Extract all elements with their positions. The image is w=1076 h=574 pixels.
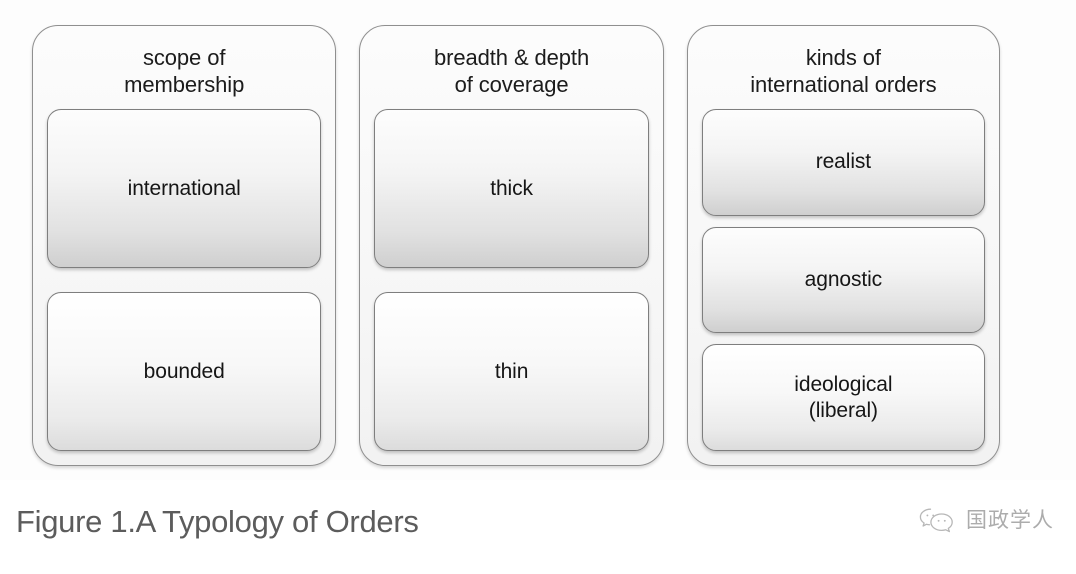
node-label-realist: realist [815,150,872,174]
wechat-speech-bubbles-icon [917,506,957,534]
caption-row: Figure 1.A Typology of Orders 国政学人 [0,480,1076,574]
node-label-thick: thick [490,176,533,200]
panel-body-breadth-and-depth-of-coverage: thick thin [374,109,649,451]
node-label-agnostic: agnostic [804,268,883,291]
node-realist: realist [701,109,985,216]
node-bounded: bounded [47,292,322,451]
panel-group: scope of membership international bounde… [32,25,1000,466]
node-thick: thick [374,109,649,268]
panel-scope-of-membership: scope of membership international bounde… [32,25,337,466]
panel-body-kinds-of-international-orders: realist agnostic ideological (liberal) [701,109,985,452]
panel-title-kinds-of-international-orders: kinds of international orders [750,45,937,97]
watermark: 国政学人 [917,506,1054,534]
node-label-international: international [127,176,241,200]
panel-title-breadth-and-depth-of-coverage: breadth & depth of coverage [434,45,590,97]
panel-title-scope-of-membership: scope of membership [124,45,245,97]
node-thin: thin [374,292,649,451]
node-international: international [47,109,322,268]
panel-breadth-and-depth-of-coverage: breadth & depth of coverage thick thin [359,25,664,466]
node-label-bounded: bounded [143,359,225,383]
typology-diagram: scope of membership international bounde… [32,25,1000,466]
node-ideological-liberal: ideological (liberal) [701,344,985,452]
node-label-ideological-liberal: ideological (liberal) [794,372,893,422]
panel-kinds-of-international-orders: kinds of international orders realist ag… [686,25,1000,466]
watermark-text: 国政学人 [966,508,1054,532]
node-label-thin: thin [494,359,529,383]
panel-body-scope-of-membership: international bounded [47,109,322,451]
figure-caption: Figure 1.A Typology of Orders [16,504,419,539]
node-agnostic: agnostic [701,226,985,334]
